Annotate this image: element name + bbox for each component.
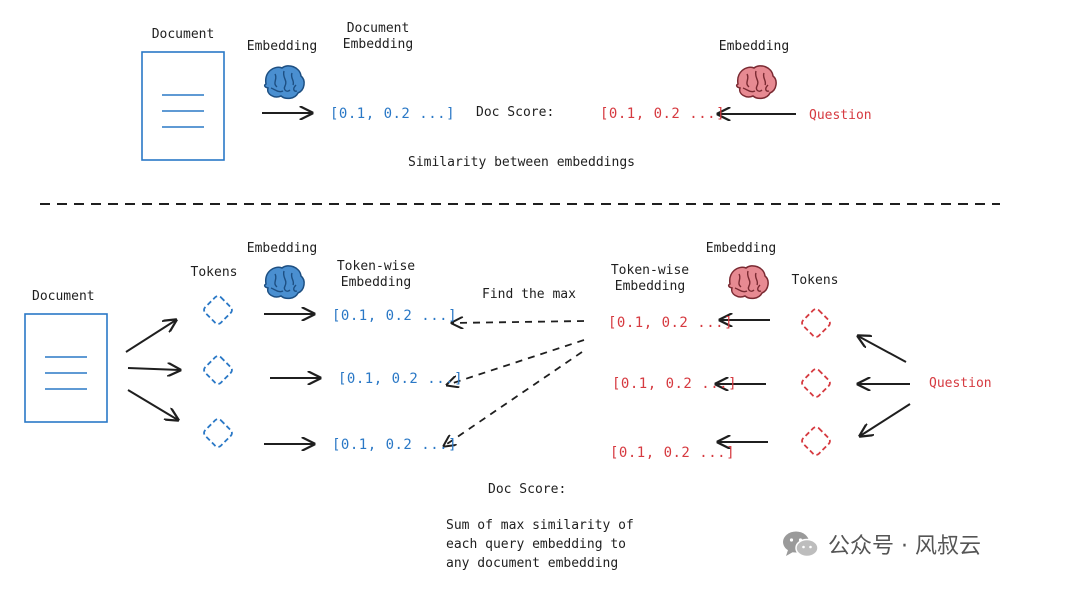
- score-note-line-1: Sum of max similarity of: [446, 518, 634, 533]
- doc-tokens-label: Tokens: [190, 265, 238, 280]
- top-query-embedding-label: Embedding: [718, 39, 790, 54]
- doc-token-2: [203, 355, 233, 385]
- watermark-text: 公众号 · 风叔云: [828, 534, 981, 559]
- bottom-document-lines: [44, 356, 88, 390]
- top-query-vector: [0.1, 0.2 ...]: [600, 106, 726, 122]
- top-query-brain-icon: [735, 65, 777, 100]
- doc-to-token-arrow-3: [127, 389, 178, 420]
- top-doc-vector: [0.1, 0.2 ...]: [330, 106, 456, 122]
- bottom-query-embedding-label: Embedding: [705, 241, 777, 256]
- watermark: 公众号 · 风叔云: [780, 528, 981, 560]
- document-embedding-label: Document Embedding: [342, 21, 414, 52]
- bottom-query-brain-icon: [727, 265, 769, 300]
- doc-vector-1: [0.1, 0.2 ...]: [332, 308, 458, 324]
- max-arrow-2: [447, 339, 585, 385]
- max-arrow-3: [444, 351, 583, 446]
- top-document-lines: [161, 94, 205, 128]
- query-token-2: [801, 368, 831, 398]
- query-tokens-label: Tokens: [791, 273, 839, 288]
- question-to-token-arrow-3: [860, 403, 911, 436]
- max-arrow-1: [452, 321, 585, 323]
- query-token-1: [801, 308, 831, 338]
- query-vector-2: [0.1, 0.2 ...]: [612, 376, 738, 392]
- tokenwise-embedding-label: Token-wise Embedding: [336, 259, 416, 290]
- doc-token-3: [203, 418, 233, 448]
- top-embedding-label: Embedding: [246, 39, 318, 54]
- bottom-document-label: Document: [32, 289, 95, 304]
- find-max-label: Find the max: [482, 287, 576, 302]
- top-document-icon: [141, 51, 225, 161]
- doc-token-1: [203, 295, 233, 325]
- similarity-note: Similarity between embeddings: [408, 155, 635, 170]
- doc-vector-2: [0.1, 0.2 ...]: [338, 371, 464, 387]
- score-note-line-3: any document embedding: [446, 556, 619, 571]
- top-document-label: Document: [151, 27, 215, 42]
- top-doc-brain-icon: [263, 65, 305, 100]
- query-vector-3: [0.1, 0.2 ...]: [610, 445, 736, 461]
- bottom-embedding-label: Embedding: [246, 241, 318, 256]
- top-question-label: Question: [809, 108, 872, 123]
- query-tokenwise-embedding-label: Token-wise Embedding: [610, 263, 690, 294]
- bottom-question-label: Question: [929, 376, 992, 391]
- bottom-document-icon: [24, 313, 108, 423]
- question-to-token-arrow-1: [858, 336, 907, 363]
- query-vector-1: [0.1, 0.2 ...]: [608, 315, 734, 331]
- doc-to-token-arrow-2: [127, 368, 180, 370]
- top-doc-score-label: Doc Score:: [476, 105, 555, 120]
- doc-vector-3: [0.1, 0.2 ...]: [332, 437, 458, 453]
- bottom-doc-score-label: Doc Score:: [488, 482, 567, 497]
- wechat-icon: [783, 531, 819, 558]
- doc-to-token-arrow-1: [125, 320, 176, 353]
- score-note-line-2: each query embedding to: [446, 537, 627, 552]
- query-token-3: [801, 426, 831, 456]
- bottom-doc-brain-icon: [263, 265, 305, 300]
